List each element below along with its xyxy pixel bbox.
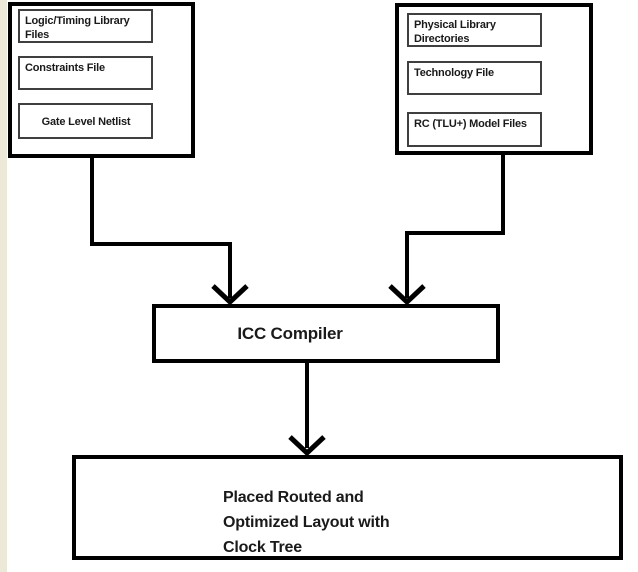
- page-edge-strip: [0, 0, 7, 572]
- down-arrowhead-icon: [288, 435, 326, 457]
- icc-compiler-box: ICC Compiler: [152, 304, 500, 363]
- technology-file-box: Technology File: [407, 61, 542, 95]
- output-line-2: Optimized Layout with: [223, 514, 390, 531]
- right-connector-line: [405, 153, 505, 298]
- rc-tlu-model-files-box: RC (TLU+) Model Files: [407, 112, 542, 147]
- physical-library-directories-box: Physical Library Directories: [407, 13, 542, 47]
- output-line-1: Placed Routed and: [223, 489, 364, 506]
- constraints-file-box: Constraints File: [18, 56, 153, 90]
- icc-compiler-label: ICC Compiler: [237, 323, 343, 343]
- logic-timing-library-files-box: Logic/Timing Library Files: [18, 9, 153, 43]
- right-arrowhead-icon: [388, 284, 426, 306]
- left-connector-line: [90, 156, 232, 298]
- output-line-3: Clock Tree: [223, 539, 302, 556]
- output-layout-box: Placed Routed and Optimized Layout with …: [72, 455, 623, 560]
- output-layout-label: Placed Routed and Optimized Layout with …: [223, 485, 390, 560]
- gate-level-netlist-box: Gate Level Netlist: [18, 103, 153, 139]
- left-arrowhead-icon: [211, 284, 249, 306]
